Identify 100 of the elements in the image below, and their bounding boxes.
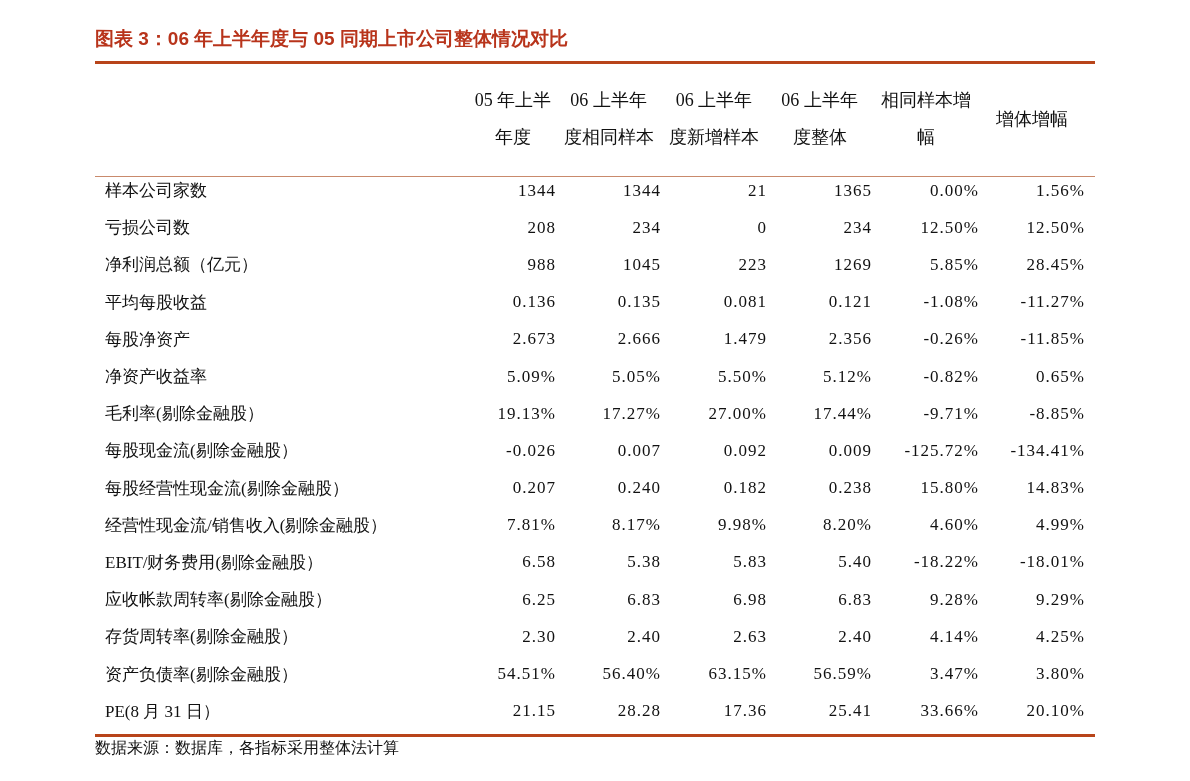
row-label: 平均每股收益 [104, 291, 208, 314]
table-cell-text: 6.58 [521, 551, 556, 574]
column-header: 06 上半年度整体 [780, 89, 859, 149]
row-label: 经营性现金流/销售收入(剔除金融股） [104, 514, 389, 537]
table-cell-text: 223 [737, 253, 767, 276]
table-cell-text: 1344 [517, 179, 556, 202]
row-label: 应收帐款周转率(剔除金融股） [104, 589, 333, 612]
table-cell-text: 234 [631, 216, 661, 239]
table-cell-text: 988 [526, 253, 556, 276]
table-cell-text: -0.026 [505, 439, 556, 462]
table-cell-text: 56.59% [812, 663, 872, 686]
table-cell-text: 4.99% [1035, 514, 1085, 537]
table-cell-text: 63.15% [707, 663, 767, 686]
table-cell-text: 6.83 [837, 588, 872, 611]
table-cell-text: 9.28% [929, 588, 979, 611]
table-cell-text: 5.12% [822, 365, 872, 388]
table-cell-text: -11.85% [1019, 328, 1085, 351]
table-cell-text: 8.17% [611, 514, 661, 537]
table-cell-text: 208 [526, 216, 556, 239]
row-label: 每股净资产 [104, 328, 191, 351]
table-cell-text: 0 [756, 216, 767, 239]
table-cell-text: 6.98 [732, 588, 767, 611]
table-cell-text: 4.60% [929, 514, 979, 537]
table-cell-text: -134.41% [1009, 439, 1085, 462]
table-cell-text: 17.27% [601, 402, 661, 425]
row-label: 资产负债率(剔除金融股） [104, 663, 299, 686]
table-cell-text: 0.007 [616, 439, 661, 462]
row-label: 亏损公司数 [104, 217, 191, 240]
table-cell-text: 56.40% [601, 663, 661, 686]
table-cell-text: 1045 [622, 253, 661, 276]
table-cell-text: 1.479 [722, 328, 767, 351]
table-cell-text: 6.83 [626, 588, 661, 611]
table-cell-text: 0.136 [511, 291, 556, 314]
table-cell-text: 14.83% [1025, 477, 1085, 500]
table-cell-text: 5.09% [506, 365, 556, 388]
table-cell-text: 5.05% [611, 365, 661, 388]
row-label: EBIT/财务费用(剔除金融股） [104, 551, 325, 574]
row-label: 毛利率(剔除金融股） [104, 403, 265, 426]
table-cell-text: 28.28 [616, 700, 661, 723]
table-cell-text: -1.08% [922, 291, 979, 314]
table-cell-text: 7.81% [506, 514, 556, 537]
table-cell-text: 21 [747, 179, 767, 202]
column-header: 相同样本增幅 [879, 89, 972, 149]
table-cell-text: 2.40 [626, 625, 661, 648]
table-cell-text: 2.40 [837, 625, 872, 648]
row-label: PE(8 月 31 日） [104, 700, 221, 723]
table-cell-text: 0.00% [929, 179, 979, 202]
table-cell-text: -0.26% [922, 328, 979, 351]
table-cell-text: 27.00% [707, 402, 767, 425]
table-cell-text: 28.45% [1025, 253, 1085, 276]
table-cell-text: 5.40 [837, 551, 872, 574]
table-cell-text: 33.66% [919, 700, 979, 723]
table-cell-text: 234 [842, 216, 872, 239]
table-cell-text: 2.30 [521, 625, 556, 648]
table-cell-text: 9.29% [1035, 588, 1085, 611]
table-cell-text: 5.83 [732, 551, 767, 574]
table-cell-text: 1344 [622, 179, 661, 202]
table-cell-text: 20.10% [1025, 700, 1085, 723]
table-cell-text: -18.22% [912, 551, 979, 574]
table-cell-text: 5.85% [929, 253, 979, 276]
table-cell-text: 54.51% [496, 663, 556, 686]
table-cell-text: 0.135 [616, 291, 661, 314]
table-cell-text: 0.240 [616, 477, 661, 500]
table-cell-text: 8.20% [822, 514, 872, 537]
table-cell-text: -8.85% [1028, 402, 1085, 425]
table-cell-text: 5.50% [717, 365, 767, 388]
table-cell-text: 0.207 [511, 477, 556, 500]
column-header: 05 年上半年度 [473, 89, 553, 149]
table-cell-text: 0.081 [722, 291, 767, 314]
column-header: 06 上半年度相同样本 [562, 89, 655, 149]
table-cell-text: 4.14% [929, 625, 979, 648]
table-cell-text: -125.72% [903, 439, 979, 462]
table-cell-text: 0.121 [827, 291, 872, 314]
row-label: 每股经营性现金流(剔除金融股） [104, 477, 350, 500]
table-cell-text: -9.71% [922, 402, 979, 425]
table-cell-text: 19.13% [496, 402, 556, 425]
table-cell-text: 2.666 [616, 328, 661, 351]
table-cell-text: 6.25 [521, 588, 556, 611]
table-cell-text: 12.50% [919, 216, 979, 239]
table-cell-text: 9.98% [717, 514, 767, 537]
table-cell-text: -18.01% [1018, 551, 1085, 574]
table-cell-text: -11.27% [1019, 291, 1085, 314]
row-label: 净资产收益率 [104, 366, 208, 389]
table-cell-text: 0.009 [827, 439, 872, 462]
table-cell-text: 1365 [833, 179, 872, 202]
table-cell-text: 17.36 [722, 700, 767, 723]
table-cell-text: 15.80% [919, 477, 979, 500]
source-note: 数据来源：数据库，各指标采用整体法计算 [95, 738, 399, 758]
table-cell-text: 1.56% [1035, 179, 1085, 202]
table-cell-text: 0.238 [827, 477, 872, 500]
table-cell-text: 17.44% [812, 402, 872, 425]
table-cell-text: 1269 [833, 253, 872, 276]
table-cell-text: 0.65% [1035, 365, 1085, 388]
table-cell-text: 3.80% [1035, 663, 1085, 686]
table-cell-text: 0.092 [722, 439, 767, 462]
row-label: 存货周转率(剔除金融股） [104, 626, 299, 649]
table-cell-text: 3.47% [929, 663, 979, 686]
column-header: 增体增幅 [995, 107, 1069, 131]
table-cell-text: -0.82% [922, 365, 979, 388]
row-label: 每股现金流(剔除金融股） [104, 440, 299, 463]
